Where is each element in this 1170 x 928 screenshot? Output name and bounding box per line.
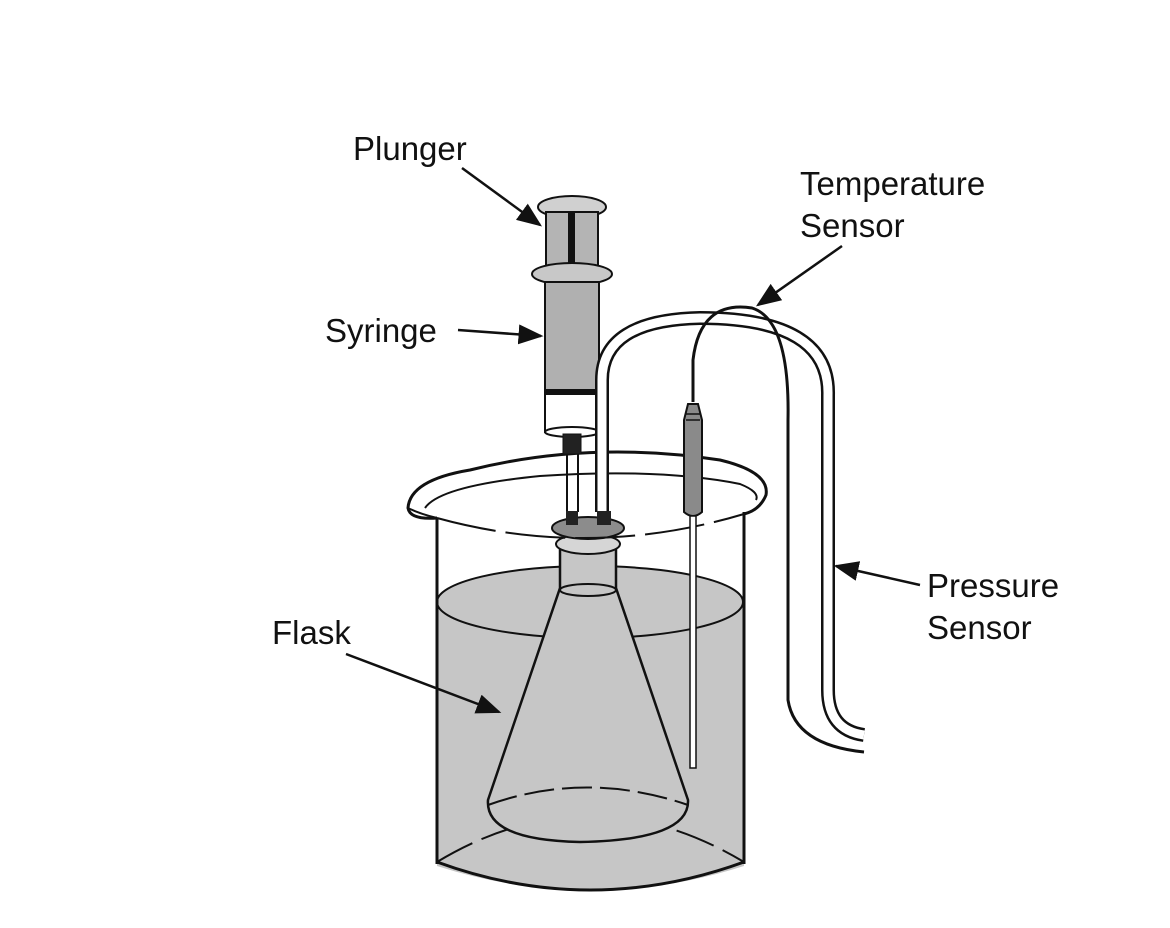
svg-text:Syringe: Syringe [325,312,437,349]
syringe [531,195,613,525]
label-syringe: Syringe [325,312,544,349]
svg-text:Temperature: Temperature [800,165,985,202]
label-plunger: Plunger [353,130,543,227]
label-flask: Flask [272,614,502,714]
pressure-sensor-arrow [833,561,921,587]
label-temperature-sensor: Temperature Sensor [755,165,985,307]
temperature-sensor-arrow [755,244,843,307]
svg-text:Sensor: Sensor [800,207,905,244]
beaker-walls [406,450,768,864]
beaker-rim [406,450,768,520]
temperature-sensor [683,305,865,769]
flask [486,516,690,844]
svg-text:Flask: Flask [272,614,351,651]
plunger-arrow [461,166,543,227]
syringe-barrel [544,281,600,393]
label-pressure-sensor: Pressure Sensor [833,561,1059,646]
svg-text:Plunger: Plunger [353,130,467,167]
svg-text:Sensor: Sensor [927,609,1032,646]
svg-text:Pressure: Pressure [927,567,1059,604]
pressure-sensor-tube [595,310,866,742]
flask-stopper [551,516,625,540]
flask-arrow [345,652,502,714]
syringe-connector [562,433,582,455]
syringe-arrow [457,324,544,345]
